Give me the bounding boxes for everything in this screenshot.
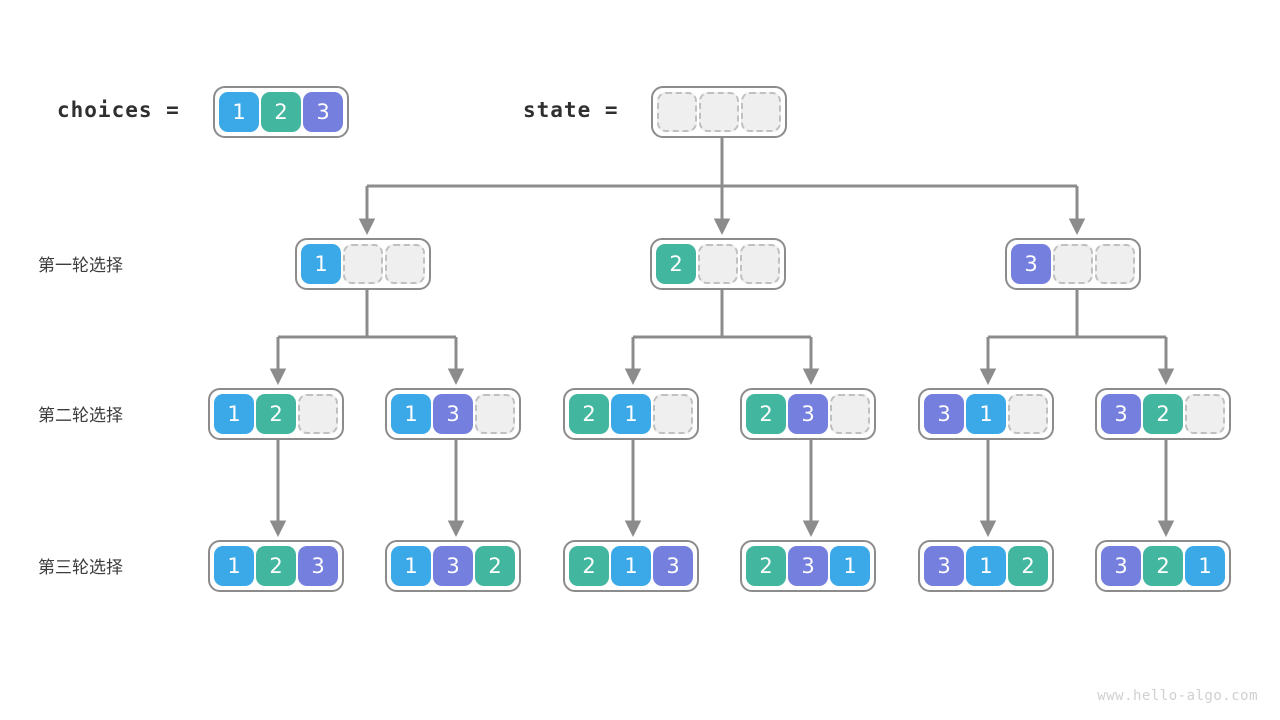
tree-node-round1-2: 2	[650, 238, 786, 290]
array-cell-filled: 2	[746, 394, 786, 434]
array-cell-filled: 2	[569, 394, 609, 434]
array-cell-empty	[657, 92, 697, 132]
array-cell-empty	[475, 394, 515, 434]
state-array	[651, 86, 787, 138]
array-cell-filled: 3	[298, 546, 338, 586]
array-cell-empty	[830, 394, 870, 434]
tree-node-round1-1: 1	[295, 238, 431, 290]
array-cell-filled: 1	[966, 546, 1006, 586]
array-cell-filled: 3	[653, 546, 693, 586]
array-cell-filled: 2	[569, 546, 609, 586]
array-cell-empty	[1095, 244, 1135, 284]
choices-label: choices =	[57, 98, 180, 122]
array-cell-empty	[1185, 394, 1225, 434]
state-label: state =	[523, 98, 619, 122]
array-cell-filled: 1	[219, 92, 259, 132]
array-cell-empty	[1008, 394, 1048, 434]
array-cell-empty	[343, 244, 383, 284]
array-cell-filled: 2	[1143, 394, 1183, 434]
array-cell-filled: 3	[924, 546, 964, 586]
array-cell-filled: 1	[611, 394, 651, 434]
array-cell-empty	[740, 244, 780, 284]
array-cell-empty	[653, 394, 693, 434]
array-cell-filled: 3	[433, 546, 473, 586]
array-cell-empty	[699, 92, 739, 132]
array-cell-filled: 3	[924, 394, 964, 434]
array-cell-filled: 1	[301, 244, 341, 284]
array-cell-filled: 1	[391, 546, 431, 586]
array-cell-empty	[298, 394, 338, 434]
array-cell-filled: 2	[475, 546, 515, 586]
array-cell-filled: 2	[256, 394, 296, 434]
array-cell-empty	[698, 244, 738, 284]
array-cell-filled: 1	[611, 546, 651, 586]
array-cell-filled: 1	[1185, 546, 1225, 586]
array-cell-filled: 3	[1101, 546, 1141, 586]
array-cell-filled: 1	[391, 394, 431, 434]
array-cell-filled: 3	[1101, 394, 1141, 434]
array-cell-filled: 2	[1143, 546, 1183, 586]
array-cell-filled: 2	[261, 92, 301, 132]
array-cell-filled: 2	[256, 546, 296, 586]
array-cell-filled: 2	[656, 244, 696, 284]
array-cell-filled: 2	[746, 546, 786, 586]
array-cell-filled: 1	[214, 546, 254, 586]
array-cell-filled: 1	[830, 546, 870, 586]
array-cell-filled: 1	[214, 394, 254, 434]
watermark: www.hello-algo.com	[1097, 688, 1258, 704]
row-label-round3: 第三轮选择	[38, 558, 123, 577]
row-label-round1: 第一轮选择	[38, 256, 123, 275]
array-cell-filled: 1	[966, 394, 1006, 434]
array-cell-empty	[741, 92, 781, 132]
tree-node-round1-3: 3	[1005, 238, 1141, 290]
array-cell-filled: 3	[788, 546, 828, 586]
array-cell-filled: 2	[1008, 546, 1048, 586]
array-cell-filled: 3	[433, 394, 473, 434]
array-cell-empty	[1053, 244, 1093, 284]
array-cell-filled: 3	[303, 92, 343, 132]
array-cell-filled: 3	[788, 394, 828, 434]
row-label-round2: 第二轮选择	[38, 406, 123, 425]
array-cell-empty	[385, 244, 425, 284]
array-cell-filled: 3	[1011, 244, 1051, 284]
